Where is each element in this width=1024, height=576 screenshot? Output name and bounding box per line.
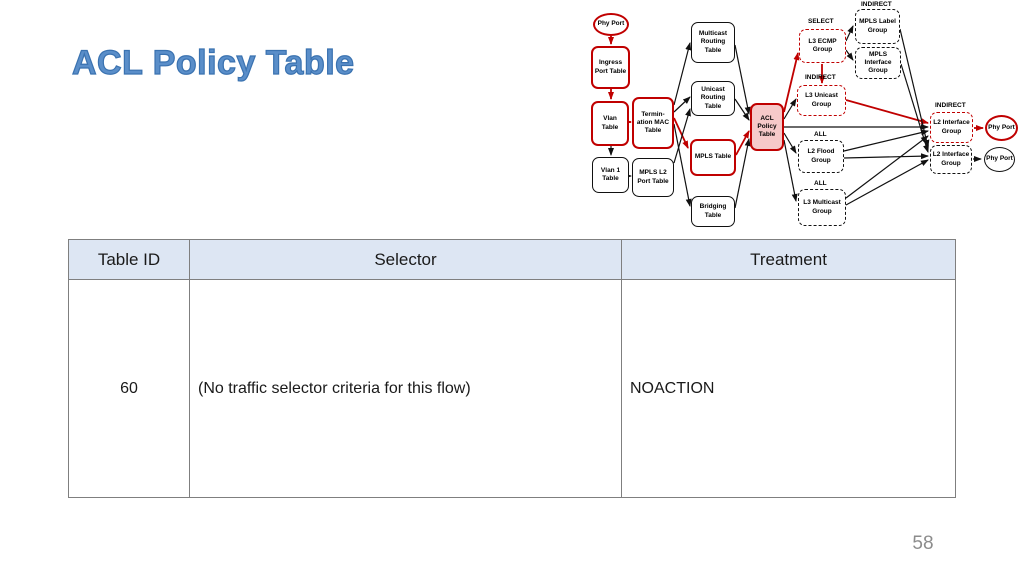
diagram-edge — [673, 123, 692, 207]
diagram-node-phy-port-in: Phy Port — [593, 13, 629, 36]
diagram-label-all-label-1: ALL — [814, 131, 827, 138]
diagram-edge — [845, 135, 929, 199]
acl-policy-table: Table ID Selector Treatment 60 (No traff… — [68, 239, 956, 498]
diagram-edge — [673, 108, 691, 164]
diagram-edge — [673, 42, 692, 106]
diagram-node-l2-interface-group-black: L2 Interface Group — [930, 145, 972, 174]
page-number: 58 — [912, 533, 934, 554]
diagram-node-ingress-port-table: Ingress Port Table — [591, 46, 630, 89]
diagram-edge — [735, 130, 750, 156]
diagram-edge — [734, 44, 751, 115]
cell-table-id: 60 — [68, 279, 190, 498]
page-title: ACL Policy Table — [71, 43, 355, 82]
table-header-row: Table ID Selector Treatment — [68, 239, 956, 280]
diagram-edge — [673, 117, 689, 149]
diagram-edge — [845, 49, 854, 61]
diagram-label-indirect-label-1: INDIRECT — [805, 74, 836, 81]
diagram-node-multicast-routing-table: Multicast Routing Table — [691, 22, 735, 63]
diagram-edge — [734, 138, 751, 209]
diagram-edge — [734, 98, 750, 121]
header-treatment: Treatment — [621, 239, 956, 280]
diagram-label-select-label: SELECT — [808, 18, 834, 25]
diagram-edge — [899, 28, 930, 148]
diagram-edge — [783, 52, 800, 113]
diagram-node-l3-unicast-group: L3 Unicast Group — [797, 85, 846, 116]
diagram-node-bridging-table: Bridging Table — [691, 196, 735, 227]
cell-treatment: NOACTION — [621, 279, 956, 498]
diagram-edge — [783, 139, 798, 202]
diagram-node-mpls-l2-port-table: MPLS L2 Port Table — [632, 158, 674, 197]
diagram-edge — [900, 63, 929, 153]
diagram-node-l2-flood-group: L2 Flood Group — [798, 140, 844, 173]
diagram-node-vlan-table: Vlan Table — [591, 101, 629, 146]
diagram-node-mpls-table: MPLS Table — [690, 139, 736, 176]
diagram-node-mpls-interface-group: MPLS Interface Group — [855, 47, 901, 79]
diagram-edge — [845, 99, 929, 124]
diagram-label-indirect-label-2: INDIRECT — [861, 1, 892, 8]
diagram-edge — [783, 98, 797, 120]
diagram-edge — [843, 153, 929, 160]
diagram-node-vlan-1-table: Vlan 1 Table — [592, 157, 629, 193]
diagram-node-termination-mac-table: Termin-ation MAC Table — [632, 97, 674, 149]
diagram-node-phy-port-out-red: Phy Port — [985, 115, 1018, 141]
diagram-label-indirect-label-3: INDIRECT — [935, 102, 966, 109]
diagram-node-mpls-label-group: MPLS Label Group — [855, 9, 900, 44]
diagram-node-unicast-routing-table: Unicast Routing Table — [691, 81, 735, 116]
diagram-edge — [673, 96, 691, 113]
diagram-edge — [783, 132, 797, 154]
diagram-node-l2-interface-group-red: L2 Interface Group — [930, 112, 973, 143]
table-row: 60 (No traffic selector criteria for thi… — [68, 279, 956, 498]
diagram-label-all-label-2: ALL — [814, 180, 827, 187]
diagram-edge — [843, 129, 929, 152]
diagram-node-l3-multicast-group: L3 Multicast Group — [798, 189, 846, 226]
diagram-node-phy-port-out-black: Phy Port — [984, 147, 1015, 172]
diagram-edge — [845, 25, 854, 42]
header-selector: Selector — [189, 239, 622, 280]
diagram-node-l3-ecmp-group: L3 ECMP Group — [799, 29, 846, 63]
diagram-edge — [845, 159, 929, 206]
header-table-id: Table ID — [68, 239, 190, 280]
cell-selector: (No traffic selector criteria for this f… — [189, 279, 622, 498]
diagram-node-acl-policy-table: ACL Policy Table — [750, 103, 784, 151]
